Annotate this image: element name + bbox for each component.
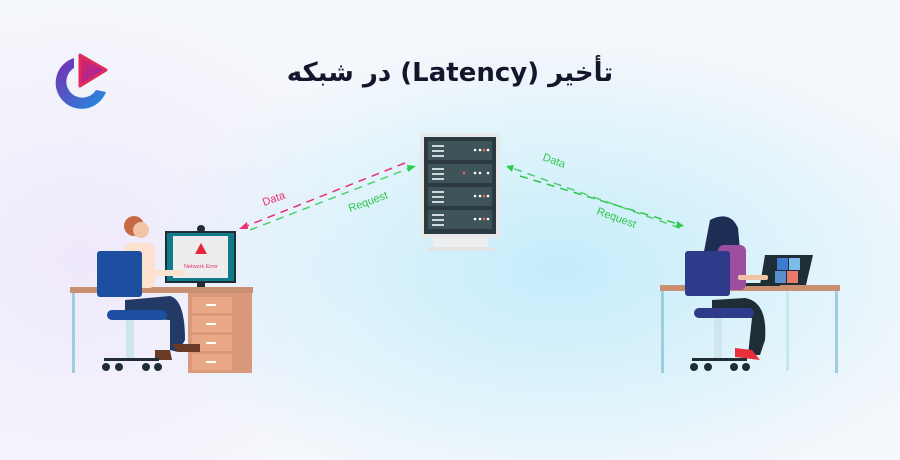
network-error-text: Network Error [184, 264, 218, 270]
right-data-label: Data [541, 152, 568, 172]
left-data-label: Data [261, 189, 288, 209]
left-request-label: Request [347, 190, 390, 215]
right-desk [660, 285, 840, 373]
left-desk [70, 287, 253, 373]
woman-at-desk [685, 216, 768, 371]
right-data-arrow [506, 165, 681, 229]
left-monitor: Network Error [165, 225, 236, 287]
warning-icon [195, 243, 207, 254]
man-at-desk [97, 216, 200, 371]
left-request-arrow [249, 165, 416, 231]
office-chair-right [685, 251, 730, 296]
page-title: تأخیر (Latency) در شبکه [286, 58, 614, 88]
laptop [745, 255, 813, 286]
left-data-arrow [239, 162, 406, 229]
server-rack-icon [420, 133, 500, 251]
right-request-arrow [519, 175, 684, 228]
brand-logo-icon [55, 53, 108, 109]
office-chair [97, 251, 142, 297]
